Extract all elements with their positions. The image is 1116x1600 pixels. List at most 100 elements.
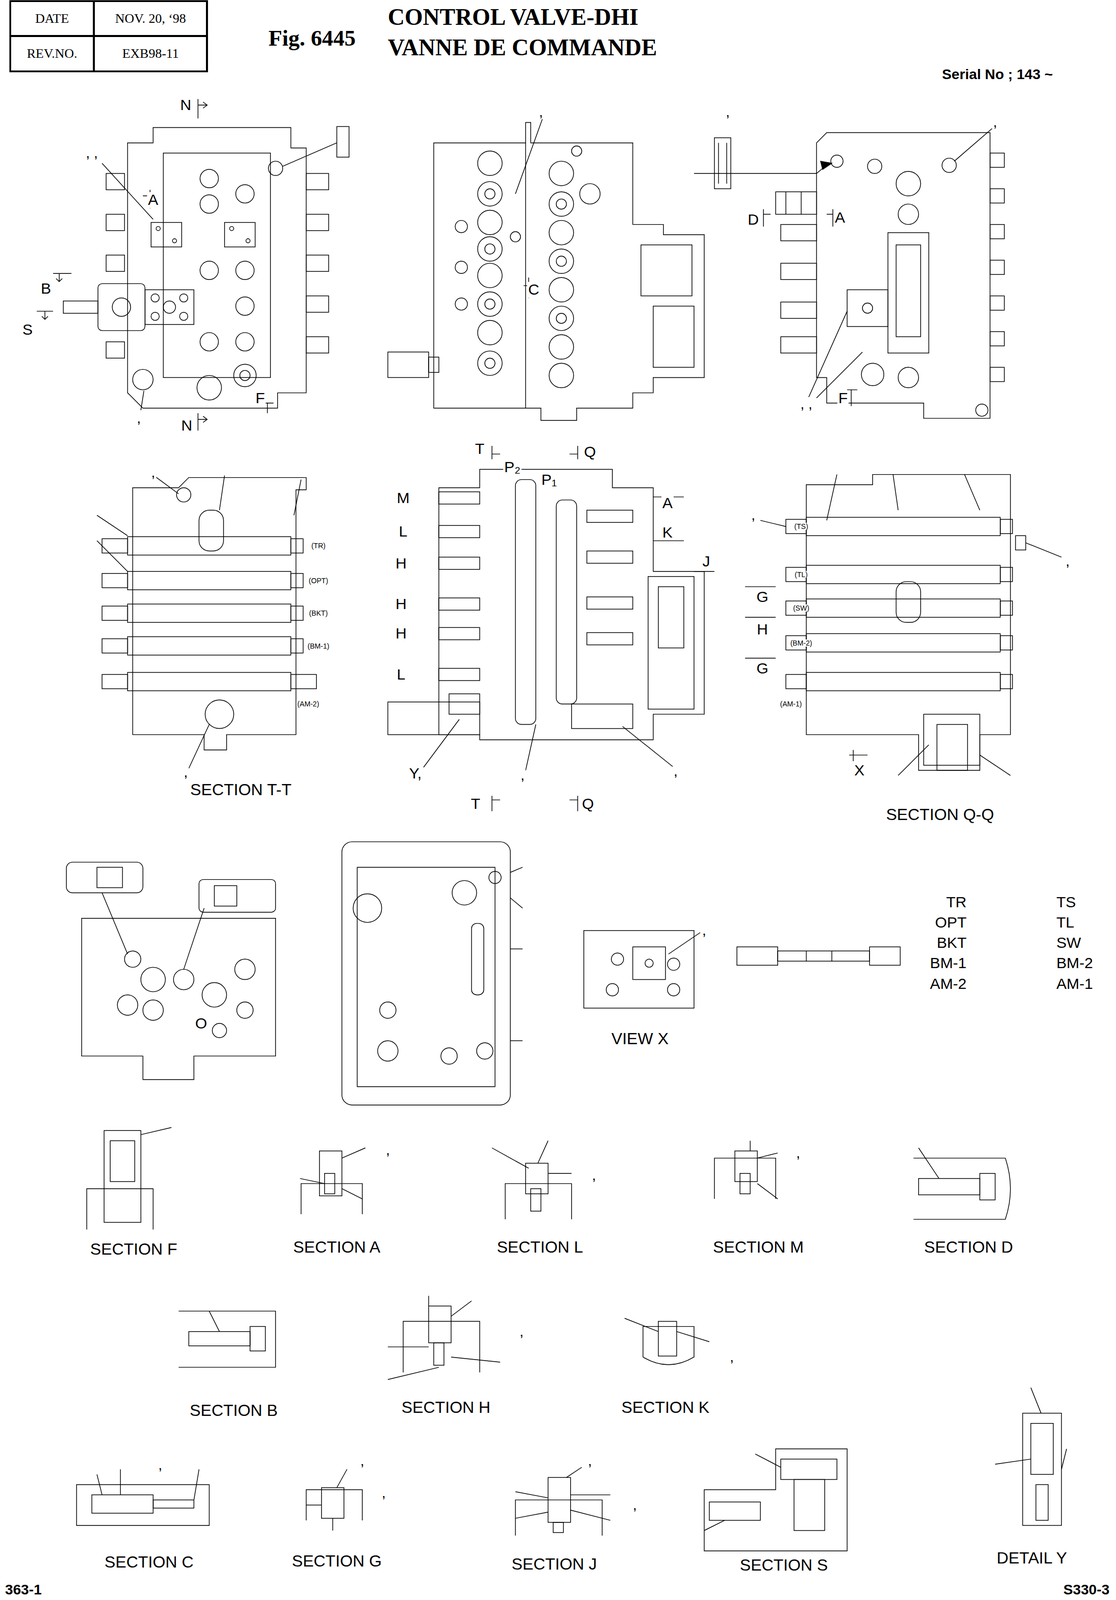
section-middle-part xyxy=(653,540,684,542)
spool-tag: (BM-2) xyxy=(789,639,814,647)
section-t-t-part xyxy=(198,510,224,551)
top-right-view-part xyxy=(898,203,919,225)
top-middle-view-part xyxy=(556,198,567,209)
section-details-part xyxy=(450,1357,501,1363)
top-middle-view-part xyxy=(548,161,574,186)
top-right-view-part xyxy=(862,303,873,314)
top-right-view-part xyxy=(718,143,719,184)
section-details-part xyxy=(336,1469,347,1488)
section-details-part xyxy=(780,1459,837,1480)
view-x-part xyxy=(667,984,680,997)
top-right-view-part xyxy=(763,208,771,227)
top-left-view-part xyxy=(306,336,329,354)
rear-view-part xyxy=(66,862,144,893)
top-middle-view-part xyxy=(477,291,503,317)
section-details-part xyxy=(570,1510,611,1521)
top-left-view-part xyxy=(268,161,283,176)
top-middle-view-part xyxy=(477,320,503,345)
top-middle-view-part xyxy=(571,146,582,157)
cell-text: NOV. 20, ‘98 xyxy=(115,11,187,27)
section-middle-part xyxy=(438,557,480,570)
callout-label: AM-2 xyxy=(928,975,968,992)
section-details-part xyxy=(110,1140,135,1182)
top-right-view-part xyxy=(867,159,882,174)
section-details-part xyxy=(515,1492,548,1499)
section-details-part xyxy=(740,1173,751,1195)
top-right-view-part xyxy=(975,404,988,417)
top-right-view-part xyxy=(887,232,929,354)
section-t-t-part xyxy=(219,475,225,511)
section-details-part xyxy=(306,1490,363,1521)
section-middle-part xyxy=(586,597,634,610)
section-details-part xyxy=(704,1520,725,1531)
callout-label: H xyxy=(755,621,770,638)
section-middle-part xyxy=(492,445,501,460)
section-middle-part xyxy=(438,627,480,640)
top-left-view-part xyxy=(106,255,125,272)
header-cell: DATE xyxy=(10,1,94,37)
rear-view xyxy=(66,862,276,1080)
top-left-view-part xyxy=(97,283,146,331)
section-details-part xyxy=(91,1495,154,1514)
callout-label: A xyxy=(661,495,674,511)
callout-label: , xyxy=(728,1350,736,1365)
section-middle-part xyxy=(586,632,634,645)
header-frame-part xyxy=(10,1,207,72)
section-label: SECTION K xyxy=(620,1399,711,1416)
spool-tag: (TL) xyxy=(793,571,810,579)
section-details-part xyxy=(208,1311,220,1332)
callout-label: , xyxy=(1064,554,1071,569)
callout-label: , xyxy=(359,1454,366,1469)
top-left-view-part xyxy=(197,98,207,119)
view-x-part xyxy=(606,984,619,997)
mounting-plate xyxy=(341,842,523,1106)
section-details-part xyxy=(388,1367,440,1380)
section-t-t xyxy=(96,475,317,769)
section-label: SECTION C xyxy=(103,1554,195,1571)
top-left-view-part xyxy=(156,226,161,231)
callout-label: Q xyxy=(582,444,597,460)
section-t-t-part xyxy=(96,540,128,572)
section-q-q-part xyxy=(760,520,786,527)
section-details-part xyxy=(918,1178,981,1196)
section-details-part xyxy=(388,1346,429,1348)
section-details-part xyxy=(515,1512,548,1519)
top-middle-view-part xyxy=(548,191,574,217)
top-middle-view-part xyxy=(477,210,503,235)
mounting-plate-part xyxy=(440,1048,458,1065)
top-left-view-part xyxy=(151,222,182,248)
callout-label: AM-1 xyxy=(1055,975,1094,992)
top-middle-view-part xyxy=(653,306,694,368)
mounting-plate-part xyxy=(353,894,382,923)
top-left-view-part xyxy=(224,222,256,248)
top-middle-view-part xyxy=(484,299,496,310)
callout-label: H xyxy=(394,596,408,612)
top-right-view-part xyxy=(714,137,731,190)
section-middle-part xyxy=(448,693,480,715)
section-details-part xyxy=(120,1469,121,1495)
top-left-view-part xyxy=(179,312,188,321)
section-details-part xyxy=(1022,1413,1062,1526)
section-t-t-part xyxy=(127,672,292,691)
section-q-q-part xyxy=(806,672,1000,691)
callout-label: Y, xyxy=(408,765,424,782)
section-middle-part xyxy=(438,525,480,538)
spool-tag: (TS) xyxy=(793,522,810,531)
section-details-part xyxy=(505,1183,572,1220)
section-details-part xyxy=(301,1183,363,1215)
top-left-view-part xyxy=(233,364,257,387)
callout-label: , , xyxy=(84,146,99,161)
figure-title: CONTROL VALVE-DHI VANNE DE COMMANDE xyxy=(388,2,723,63)
section-details-part xyxy=(1030,1423,1054,1476)
callout-label: S330-3 xyxy=(1062,1583,1111,1598)
callout-label: J xyxy=(701,553,712,570)
section-middle-part xyxy=(388,702,480,735)
top-left-view-part xyxy=(151,312,160,321)
header-cell: EXB98-11 xyxy=(93,36,207,72)
section-details-part xyxy=(749,1140,751,1152)
section-t-t-part xyxy=(204,700,234,729)
section-q-q-part xyxy=(849,750,868,762)
view-x-part xyxy=(668,932,701,955)
top-middle-view-part xyxy=(515,117,543,194)
callout-label: K xyxy=(661,525,674,541)
